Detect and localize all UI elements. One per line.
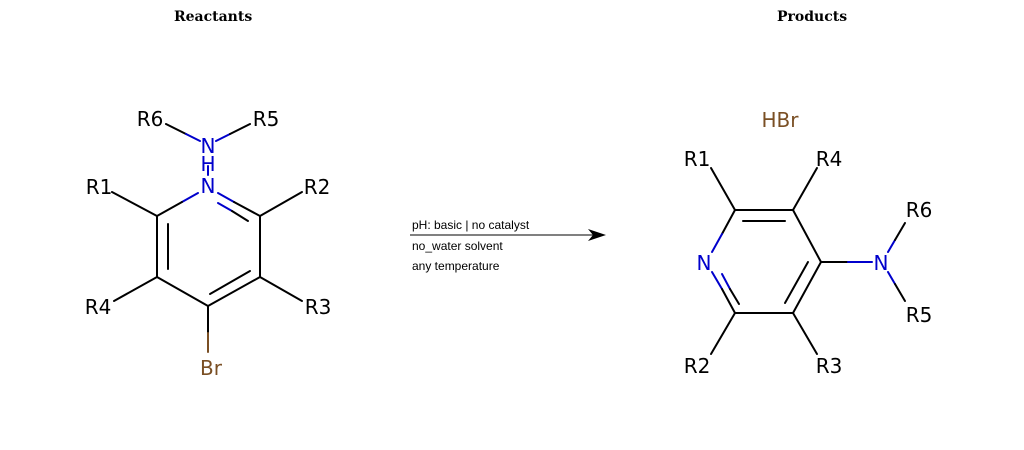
bond-c4-c5-inner xyxy=(784,261,809,304)
byproduct-hbr: HBr xyxy=(762,108,800,132)
bond-n-r5-blue xyxy=(887,271,896,285)
bond-c2-r1 xyxy=(710,167,736,211)
reactant-atom-labels: R6 R5 N H N R1 R2 R4 R3 Br xyxy=(85,107,332,380)
bond-n-c-right-inner xyxy=(231,210,249,222)
atom-br: Br xyxy=(200,356,223,380)
bond-n-c6-blue xyxy=(711,271,723,290)
bond-n-r5-black xyxy=(229,123,251,135)
condition-line-1: pH: basic | no catalyst xyxy=(412,218,530,232)
bond-c2-n xyxy=(721,209,736,235)
atom-n-amine: N xyxy=(874,251,889,275)
reaction-conditions: pH: basic | no catalyst no_water solvent… xyxy=(412,218,530,273)
bond-c4-c5-inner xyxy=(209,270,251,295)
reaction-arrow xyxy=(410,229,606,241)
bond-c3-c4 xyxy=(792,209,822,263)
bond-n-c-right-blue xyxy=(217,192,235,203)
atom-r3: R3 xyxy=(305,295,332,319)
bond-n-c-left xyxy=(156,201,183,217)
atom-r2: R2 xyxy=(304,175,331,199)
atom-n-ring: N xyxy=(697,251,712,275)
atom-r6: R6 xyxy=(906,198,933,222)
product-molecule xyxy=(710,167,906,355)
condition-line-3: any temperature xyxy=(412,259,500,273)
bond-n-c-left-blue xyxy=(181,192,199,203)
bond-c5-r3 xyxy=(792,312,818,355)
atom-r1: R1 xyxy=(684,147,711,171)
atom-r3: R3 xyxy=(816,354,843,378)
bond-c6-r2 xyxy=(259,191,303,217)
bond-c5-r3 xyxy=(259,276,303,302)
atom-r4: R4 xyxy=(85,295,112,319)
bond-c3-r4 xyxy=(792,167,818,211)
condition-line-2: no_water solvent xyxy=(412,239,503,253)
bond-n-c6-inner xyxy=(729,288,740,305)
bond-n-c-right-inner-blue xyxy=(217,202,233,212)
atom-r5: R5 xyxy=(906,303,933,327)
atom-r4: R4 xyxy=(816,147,843,171)
bond-c3-r4 xyxy=(113,276,158,302)
atom-n-amine: N xyxy=(201,134,216,158)
bond-n-r5 xyxy=(215,133,231,142)
reactant-molecule xyxy=(111,123,303,353)
bond-n-c6-inner-blue xyxy=(721,273,731,290)
bond-n-r6 xyxy=(894,222,906,241)
arrow-head xyxy=(588,229,606,241)
product-atom-labels: R1 R4 R6 N N R5 R2 R3 xyxy=(684,147,933,378)
atom-r5: R5 xyxy=(253,107,280,131)
bond-r6-n xyxy=(165,123,187,135)
atom-r1: R1 xyxy=(86,175,113,199)
bond-r6-n-blue xyxy=(185,133,201,142)
bond-c2-n-blue xyxy=(711,233,723,253)
atom-r6: R6 xyxy=(137,107,164,131)
bond-c3-c4 xyxy=(156,276,209,307)
bond-n-r6-blue xyxy=(887,239,896,253)
atom-n-ring: N xyxy=(201,174,216,198)
bond-c6-r2 xyxy=(710,312,736,355)
bond-c4-c5 xyxy=(207,276,261,307)
bond-n-r5 xyxy=(894,283,906,302)
products-title: Products xyxy=(777,9,848,25)
bond-n-c-right xyxy=(233,201,261,217)
atom-r2: R2 xyxy=(684,354,711,378)
bond-c2-r1 xyxy=(111,191,158,217)
reactants-title: Reactants xyxy=(174,9,253,25)
atom-h: H xyxy=(200,152,215,176)
bond-n-c6 xyxy=(721,288,736,314)
bond-c4-c5 xyxy=(792,261,822,314)
